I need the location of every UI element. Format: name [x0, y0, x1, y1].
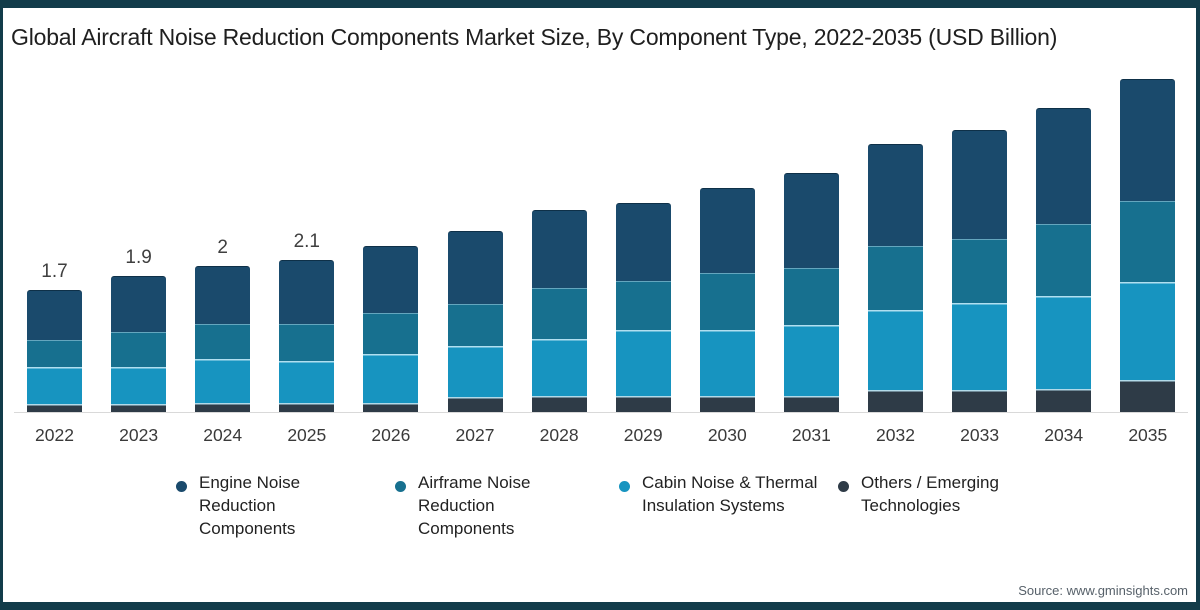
x-axis-label-2022: 2022 [35, 425, 74, 445]
bar-2034-segment-engine-noise-reduction [1036, 108, 1092, 224]
x-axis-label-2023: 2023 [119, 425, 159, 445]
bar-2033-segment-airframe-noise-reduction [952, 237, 1008, 304]
bar-2035-segment-engine-noise-reduction [1120, 78, 1176, 202]
bar-2026-segment-others-emerging [363, 403, 419, 412]
bar-2030-segment-airframe-noise-reduction [699, 271, 755, 330]
bar-2029-segment-airframe-noise-reduction [615, 280, 671, 330]
bar-2028-segment-engine-noise-reduction [531, 209, 587, 289]
bar-2027-segment-airframe-noise-reduction [447, 303, 503, 346]
bar-2023-segment-airframe-noise-reduction [111, 330, 167, 368]
x-axis-label-2034: 2034 [1044, 425, 1084, 445]
bar-2027-segment-others-emerging [447, 396, 503, 412]
legend-label-airframe-noise-reduction: Airframe Noise Reduction Components [418, 473, 531, 538]
bar-2032-segment-others-emerging [868, 389, 923, 412]
legend-dot-others-emerging [838, 481, 849, 492]
bar-2029-segment-others-emerging [615, 396, 671, 412]
source-text: Source: www.gminsights.com [1018, 583, 1188, 598]
bar-2024-segment-engine-noise-reduction [195, 265, 251, 324]
bar-2030-segment-engine-noise-reduction [699, 188, 755, 273]
x-axis-label-2033: 2033 [960, 425, 1000, 445]
bar-2026-segment-engine-noise-reduction [363, 245, 419, 313]
bar-2024-segment-others-emerging [195, 402, 251, 412]
bar-2032-segment-airframe-noise-reduction [868, 244, 923, 311]
bar-2025-segment-cabin-noise-thermal-insulation [279, 360, 335, 403]
bar-2030-segment-cabin-noise-thermal-insulation [699, 329, 755, 397]
bar-2025-segment-others-emerging [279, 402, 335, 412]
bar-2026-segment-cabin-noise-thermal-insulation [363, 353, 419, 404]
bar-2026-segment-airframe-noise-reduction [363, 311, 419, 354]
bar-total-label-2024: 2 [217, 236, 228, 258]
bar-2033-segment-cabin-noise-thermal-insulation [952, 303, 1008, 391]
bar-2034-segment-airframe-noise-reduction [1036, 222, 1092, 297]
bar-2024-segment-cabin-noise-thermal-insulation [195, 358, 251, 403]
bar-2023-segment-cabin-noise-thermal-insulation [111, 367, 167, 405]
bar-2022-segment-cabin-noise-thermal-insulation [27, 366, 82, 405]
bar-2028-segment-cabin-noise-thermal-insulation [531, 339, 587, 397]
bar-total-label-2022: 1.7 [41, 261, 68, 283]
bar-2031-segment-engine-noise-reduction [783, 172, 839, 268]
x-axis-label-2025: 2025 [287, 425, 327, 445]
bar-2032-segment-engine-noise-reduction [868, 144, 923, 246]
x-axis-label-2035: 2035 [1128, 425, 1168, 445]
bar-2031-segment-others-emerging [783, 396, 839, 412]
bar-2023-segment-others-emerging [111, 404, 167, 412]
bar-2027-segment-cabin-noise-thermal-insulation [447, 345, 503, 397]
bar-2034-segment-cabin-noise-thermal-insulation [1036, 296, 1092, 389]
bar-2025-segment-engine-noise-reduction [279, 260, 335, 325]
x-axis-label-2027: 2027 [455, 425, 495, 445]
bar-2024-segment-airframe-noise-reduction [195, 322, 251, 359]
bar-2035-segment-others-emerging [1120, 379, 1176, 412]
legend-dot-engine-noise-reduction [176, 481, 187, 492]
bar-2030-segment-others-emerging [699, 396, 755, 412]
bar-2022-segment-engine-noise-reduction [27, 290, 82, 340]
bar-2022-segment-others-emerging [27, 404, 82, 412]
x-axis-label-2024: 2024 [203, 425, 243, 445]
bar-2029-segment-engine-noise-reduction [615, 203, 671, 282]
legend-label-others-emerging: Others / Emerging Technologies [861, 473, 999, 515]
bar-2031-segment-airframe-noise-reduction [783, 266, 839, 325]
bar-total-label-2025: 2.1 [293, 231, 320, 253]
bar-2031-segment-cabin-noise-thermal-insulation [783, 324, 839, 397]
bar-2029-segment-cabin-noise-thermal-insulation [615, 329, 671, 397]
plot-area: 1.7 2022 1.9 2023 2 2024 2.1 2025 2026 2027 2028 20… [3, 8, 1196, 602]
bar-2033-segment-others-emerging [952, 390, 1008, 412]
bar-2035-segment-cabin-noise-thermal-insulation [1120, 281, 1176, 380]
x-axis-label-2026: 2026 [371, 425, 411, 445]
x-axis-label-2031: 2031 [791, 425, 831, 445]
x-axis-label-2029: 2029 [623, 425, 663, 445]
legend-dot-cabin-noise-thermal-insulation [619, 481, 630, 492]
bar-2032-segment-cabin-noise-thermal-insulation [868, 310, 923, 390]
bar-2027-segment-engine-noise-reduction [447, 231, 503, 305]
x-axis-label-2030: 2030 [707, 425, 747, 445]
legend-label-cabin-noise-thermal-insulation: Cabin Noise & Thermal Insulation Systems [642, 473, 818, 515]
bar-2028-segment-others-emerging [531, 396, 587, 412]
bar-2034-segment-others-emerging [1036, 388, 1092, 412]
x-axis-line [14, 412, 1188, 413]
bar-total-label-2023: 1.9 [125, 246, 152, 268]
bar-2028-segment-airframe-noise-reduction [531, 287, 587, 340]
chart-title: Global Aircraft Noise Reduction Componen… [11, 24, 1058, 50]
bar-2033-segment-engine-noise-reduction [952, 130, 1008, 239]
x-axis-label-2028: 2028 [539, 425, 579, 445]
legend-dot-airframe-noise-reduction [395, 481, 406, 492]
legend-label-engine-noise-reduction: Engine Noise Reduction Components [199, 473, 301, 538]
bar-2035-segment-airframe-noise-reduction [1120, 200, 1176, 282]
bar-2025-segment-airframe-noise-reduction [279, 323, 335, 361]
bar-2023-segment-engine-noise-reduction [111, 275, 167, 332]
bar-2022-segment-airframe-noise-reduction [27, 338, 82, 367]
x-axis-label-2032: 2032 [876, 425, 915, 445]
